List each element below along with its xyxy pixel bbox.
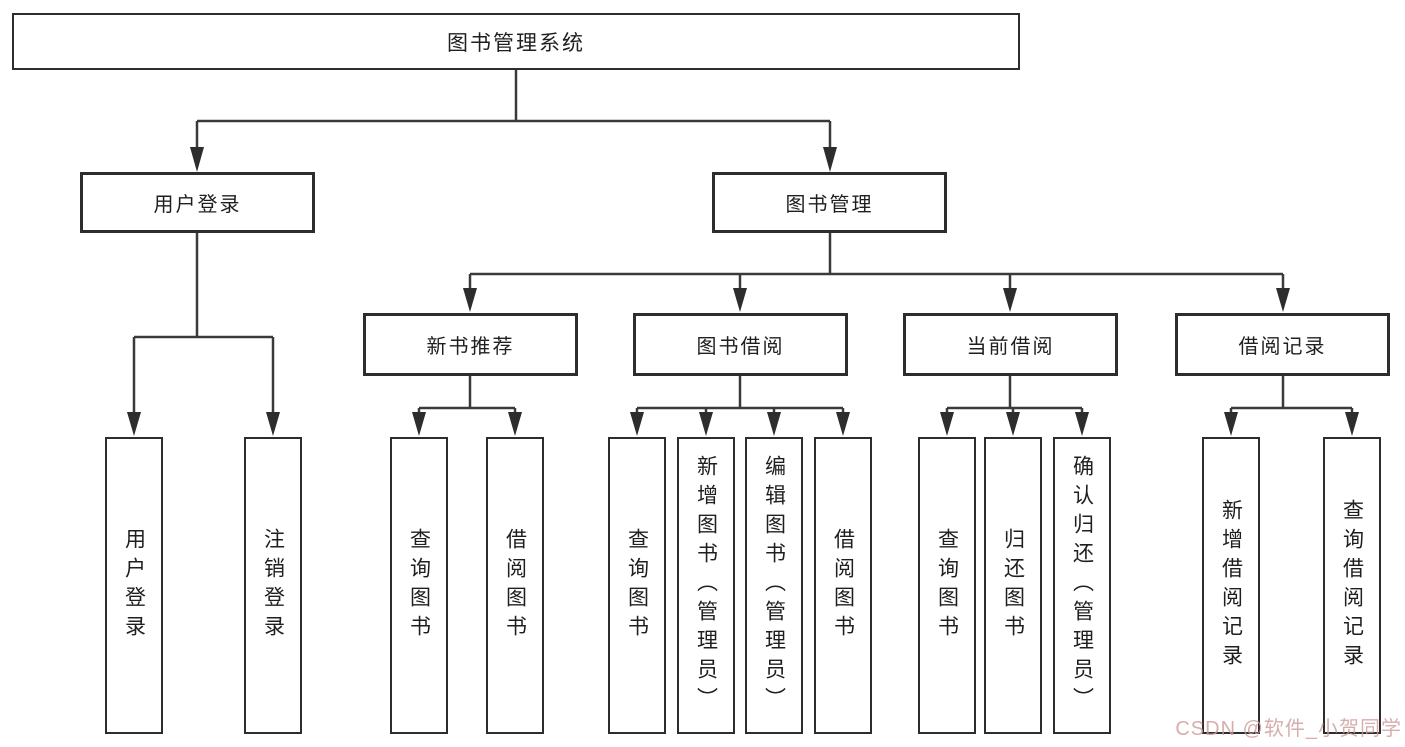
leaf-add-borrow-record: 新增借阅记录	[1202, 437, 1260, 734]
node-borrow-records: 借阅记录	[1175, 313, 1390, 376]
leaf-label: 新增借阅记录	[1219, 498, 1243, 673]
node-label: 新书推荐	[426, 336, 515, 358]
leaf-add-books-admin: 新增图书（管理员）	[677, 437, 735, 734]
node-book-management: 图书管理	[712, 172, 947, 233]
leaf-label: 借阅图书	[831, 527, 855, 644]
leaf-user-login: 用户登录	[105, 437, 163, 734]
leaf-label: 确认归还（管理员）	[1070, 455, 1094, 716]
leaf-borrow-books-recommend: 借阅图书	[486, 437, 544, 734]
node-label: 借阅记录	[1238, 336, 1327, 358]
leaf-label: 查询图书	[935, 527, 959, 644]
leaf-query-books-recommend: 查询图书	[390, 437, 448, 734]
leaf-label: 新增图书（管理员）	[694, 455, 718, 716]
leaf-logout: 注销登录	[244, 437, 302, 734]
leaf-edit-books-admin: 编辑图书（管理员）	[745, 437, 803, 734]
leaf-label: 编辑图书（管理员）	[762, 455, 786, 716]
leaf-query-books-borrow: 查询图书	[608, 437, 666, 734]
leaf-label: 查询图书	[407, 527, 431, 644]
leaf-query-books-current: 查询图书	[918, 437, 976, 734]
leaf-confirm-return-admin: 确认归还（管理员）	[1053, 437, 1111, 734]
connector-user-login-children	[127, 233, 280, 436]
leaf-label: 用户登录	[122, 527, 146, 644]
leaf-label: 借阅图书	[503, 527, 527, 644]
node-system-root: 图书管理系统	[12, 13, 1020, 70]
connector-new-book-children	[412, 376, 522, 436]
leaf-borrow-books: 借阅图书	[814, 437, 872, 734]
connector-current-borrow-children	[940, 376, 1089, 436]
node-user-login: 用户登录	[80, 172, 315, 233]
connector-root-to-level2	[190, 70, 837, 172]
leaf-label: 注销登录	[261, 527, 285, 644]
node-label: 图书管理系统	[447, 31, 585, 55]
node-book-borrow: 图书借阅	[633, 313, 848, 376]
node-label: 用户登录	[153, 194, 242, 216]
node-current-borrow: 当前借阅	[903, 313, 1118, 376]
leaf-label: 归还图书	[1001, 527, 1025, 644]
connector-book-management-children	[463, 233, 1290, 312]
node-label: 图书管理	[785, 194, 874, 216]
leaf-query-borrow-record: 查询借阅记录	[1323, 437, 1381, 734]
connector-borrow-record-children	[1224, 376, 1359, 436]
node-new-book-recommend: 新书推荐	[363, 313, 578, 376]
leaf-return-books: 归还图书	[984, 437, 1042, 734]
node-label: 当前借阅	[966, 336, 1055, 358]
connector-book-borrow-children	[630, 376, 850, 436]
leaf-label: 查询图书	[625, 527, 649, 644]
node-label: 图书借阅	[696, 336, 785, 358]
leaf-label: 查询借阅记录	[1340, 498, 1364, 673]
